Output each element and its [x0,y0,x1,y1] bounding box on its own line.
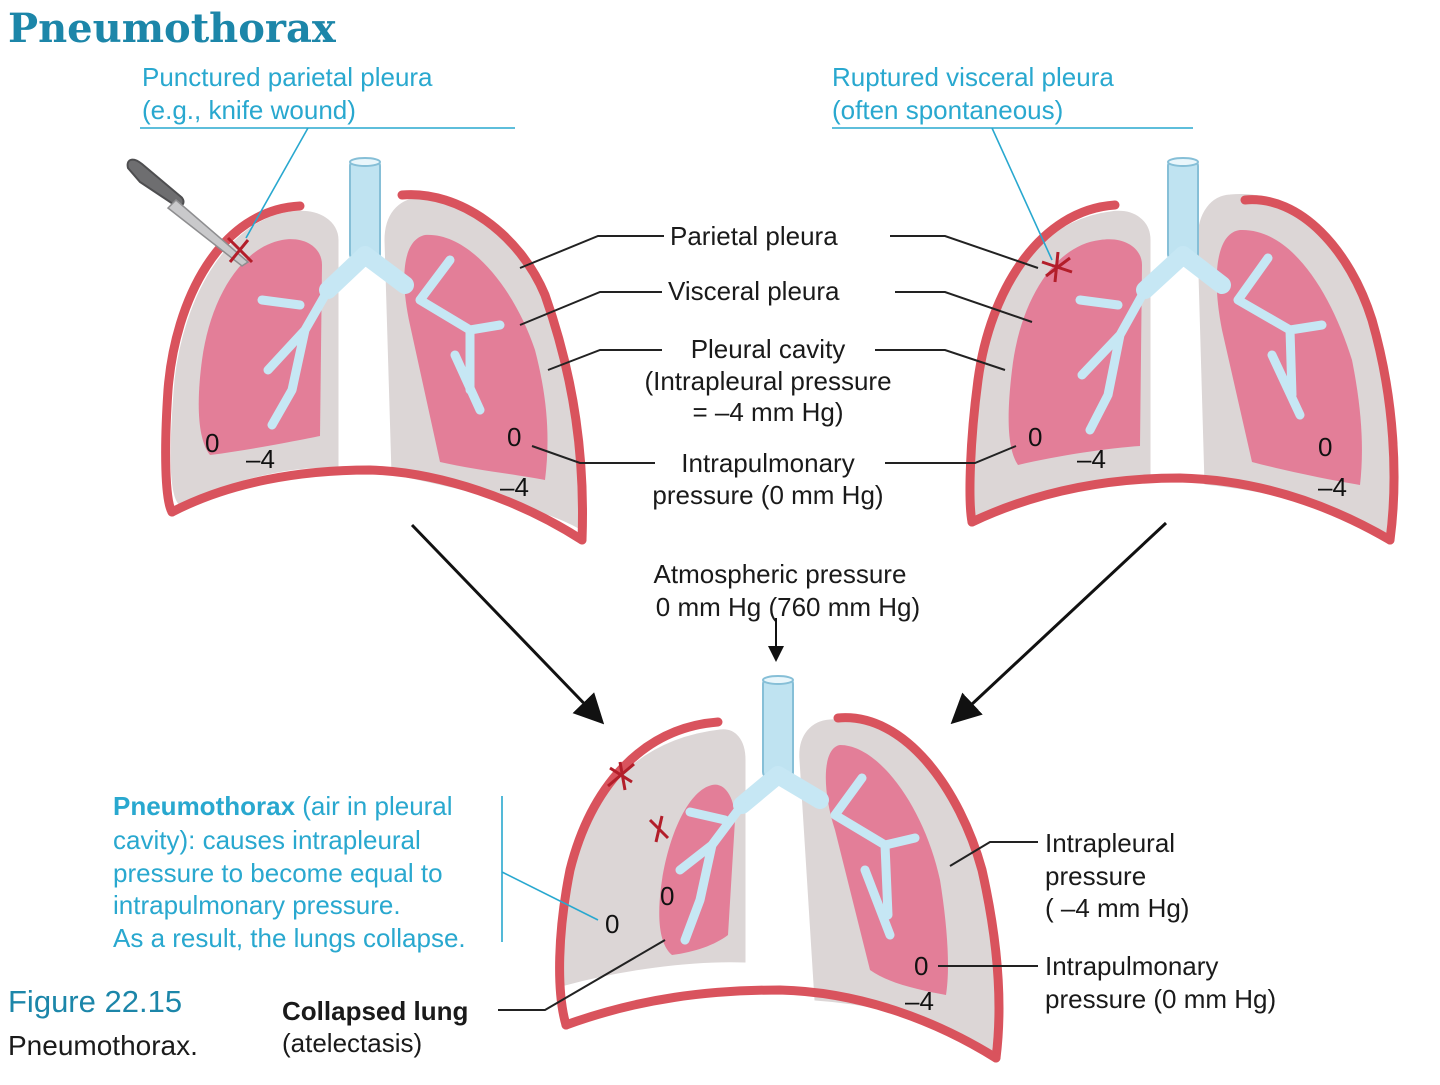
label-atmospheric-2: 0 mm Hg (760 mm Hg) [656,592,920,622]
diaphragm [167,465,587,545]
label-pleural-cavity-3: = –4 mm Hg) [693,397,844,427]
pneumothorax-line2: cavity): causes intrapleural [113,825,421,855]
pressure-lung-right-2: 0 [1318,432,1332,462]
label-atmospheric: Atmospheric pressure [654,559,907,589]
pressure-cavity-right: –4 [500,472,529,502]
lung-right [404,234,548,480]
knife-icon [126,158,250,267]
pressure-bottom-lung-left: 0 [660,881,674,911]
leader-bottom-intrapleural [949,841,1038,867]
pneumothorax-term: Pneumothorax [113,791,296,821]
label-parietal-pleura: Parietal pleura [670,221,838,251]
parietal-pleura-left-2 [965,200,1120,527]
leader-intrapulmonary-right [885,445,1017,464]
bottom-intrapleural-line1: Intrapleural [1045,828,1175,858]
pneumothorax-line4: intrapulmonary pressure. [113,890,401,920]
parietal-pleura-left [161,201,305,517]
leader-parietal-left [519,235,664,269]
pneumothorax-line3: pressure to become equal to [113,858,443,888]
label-pleural-cavity: Pleural cavity [691,334,846,364]
leader-pneumothorax [501,796,599,942]
pressure-bottom-cavity-left: 0 [605,909,619,939]
label-intrapulmonary-2: pressure (0 mm Hg) [652,480,883,510]
collapsed-lung-left [659,784,735,955]
bottom-intrapulmonary-line1: Intrapulmonary [1045,951,1218,981]
atelectasis-label: (atelectasis) [282,1028,422,1058]
pressure-cavity-right-2: –4 [1318,472,1347,502]
leader-cavity-right [875,349,1006,371]
label-intrapulmonary: Intrapulmonary [681,448,854,478]
lung-left-2 [1008,239,1142,465]
leader-collapsed [498,939,666,1011]
pressure-cavity-left-2: –4 [1077,444,1106,474]
thorax-bottom: 0 0 0 –4 [555,675,1004,1063]
label-pleural-cavity-2: (Intrapleural pressure [644,366,891,396]
trachea-2 [1167,159,1199,261]
ruptured-label-line2: (often spontaneous) [832,95,1063,125]
leader-intrapulmonary-left [531,445,655,464]
pneumothorax-line5: As a result, the lungs collapse. [113,923,466,953]
parietal-pleura-bottom-left [555,717,723,1030]
leader-parietal-right [890,235,1039,269]
lung-left [198,239,322,455]
pressure-lung-left: 0 [205,428,219,458]
label-visceral-pleura: Visceral pleura [668,276,840,306]
leader-ruptured [832,127,1193,261]
center-labels: Parietal pleura Visceral pleura Pleural … [519,221,1039,662]
trachea [349,159,381,261]
pressure-cavity-left: –4 [246,444,275,474]
diaphragm-2 [967,473,1395,545]
punctured-label-line1: Punctured parietal pleura [142,62,433,92]
pressure-lung-right: 0 [507,422,521,452]
thorax-top-left: 0 –4 0 –4 [126,127,588,545]
arrow-to-collapse-right [950,521,1168,725]
arrow-to-collapse-left [410,523,605,725]
figure-caption: Pneumothorax. [8,1030,198,1061]
figure-number: Figure 22.15 [8,984,182,1019]
leader-visceral-right [895,291,1033,323]
leader-punctured [140,127,515,239]
parietal-pleura-right-2 [1240,195,1399,545]
leader-cavity-left [547,349,662,371]
parietal-pleura-bottom-right [833,713,1004,1063]
pressure-bottom-cavity-right: –4 [905,986,934,1016]
leader-visceral-left [519,291,662,326]
pneumothorax-line1: (air in pleural [295,791,453,821]
pneumothorax-annotation: Pneumothorax (air in pleural cavity): ca… [113,791,599,953]
trachea-bottom [762,677,794,779]
collapsed-lung-label: Collapsed lung [282,996,468,1026]
svg-text:Pneumothorax (air in pleural: Pneumothorax (air in pleural [113,791,453,821]
pressure-bottom-lung-right: 0 [914,951,928,981]
bottom-intrapleural-line3: ( –4 mm Hg) [1045,893,1189,923]
page-title: Pneumothorax [8,5,337,52]
punctured-label-line2: (e.g., knife wound) [142,95,356,125]
diaphragm-bottom [561,985,1001,1063]
bottom-intrapulmonary-line2: pressure (0 mm Hg) [1045,984,1276,1014]
thorax-top-right: 0 –4 0 –4 [832,127,1399,545]
ruptured-label-line1: Ruptured visceral pleura [832,62,1114,92]
bottom-intrapleural-line2: pressure [1045,861,1146,891]
pressure-lung-left-2: 0 [1028,422,1042,452]
parietal-pleura-right [397,190,588,545]
